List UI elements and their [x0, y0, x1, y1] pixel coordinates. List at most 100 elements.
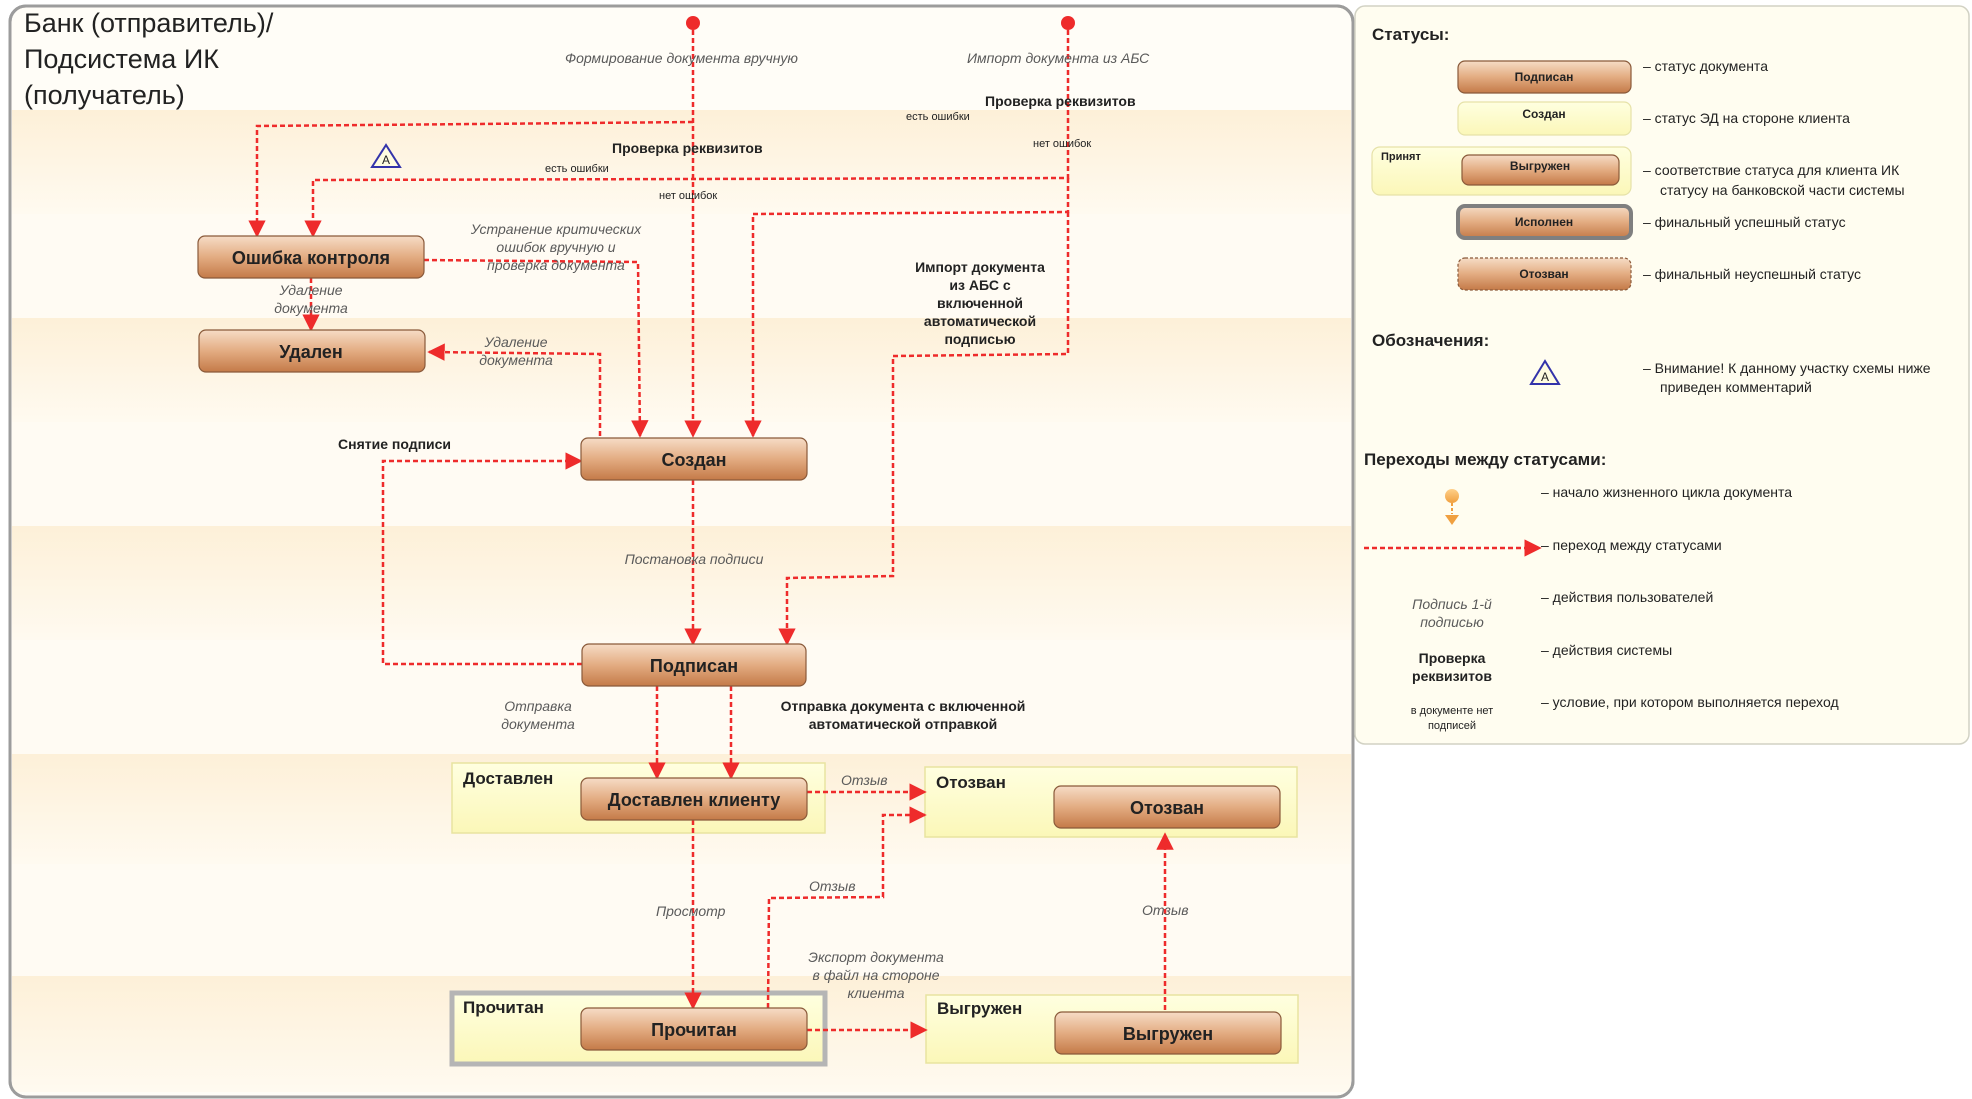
svg-text:Исполнен: Исполнен [1515, 215, 1573, 229]
label-check-requisites-1: Проверка реквизитов [612, 140, 763, 156]
group-delivered-label: Доставлен [463, 769, 553, 788]
label-import-auto-3: включенной [937, 295, 1023, 311]
state-delivered-client-label: Доставлен клиенту [608, 790, 780, 810]
transition-labels: Формирование документа вручную Импорт до… [274, 50, 1188, 1001]
svg-text:A: A [382, 153, 390, 167]
legend-system-sample-1: Проверка [1419, 650, 1486, 666]
state-exported-label: Выгружен [1123, 1024, 1213, 1044]
legend-warning-desc-2: приведен комментарий [1660, 379, 1812, 395]
label-delete-2a: Удаление [483, 334, 547, 350]
label-export-2: в файл на стороне [813, 967, 940, 983]
state-deleted: Удален [198, 329, 426, 373]
arrow-error-to-created [423, 258, 649, 438]
legend-box-signed [1457, 60, 1632, 94]
warning-icon: A [370, 143, 402, 168]
state-exported: Выгружен [1054, 1011, 1282, 1055]
label-delete-1a: Удаление [278, 282, 342, 298]
diagram-title: Банк (отправитель)/ Подсистема ИК (получ… [24, 8, 274, 110]
label-import-auto-2: из АБС с [949, 277, 1010, 293]
label-import-auto-4: автоматической [924, 313, 1036, 329]
legend-desc-created: – статус ЭД на стороне клиента [1643, 110, 1850, 126]
svg-text:Отозван: Отозван [1519, 267, 1568, 281]
title-line-1: Банк (отправитель)/ [24, 8, 274, 38]
label-fix-errors-3: проверка документа [487, 257, 625, 273]
legend-user-sample-2: подписью [1420, 614, 1484, 630]
legend-warning-icon [1529, 359, 1561, 385]
legend-box-exported [1461, 154, 1620, 186]
legend-desc-revoked: – финальный неуспешный статус [1643, 266, 1861, 282]
label-export-1: Экспорт документа [808, 949, 944, 965]
arrow-import-autosign-to-signed [778, 212, 1070, 646]
group-read-label: Прочитан [463, 998, 544, 1017]
label-send-doc-2: документа [501, 716, 575, 732]
legend-desc-accepted-2: статусу на банковской части системы [1660, 182, 1905, 198]
title-line-2: Подсистема ИК [24, 44, 219, 74]
legend-condition-sample-1: в документе нет [1411, 705, 1493, 717]
label-check-requisites-2: Проверка реквизитов [985, 93, 1136, 109]
legend-panel: Статусы: Подписан – статус документа Соз… [1354, 5, 1970, 745]
legend-user-desc: – действия пользователей [1541, 589, 1713, 605]
label-set-sign: Постановка подписи [625, 551, 764, 567]
arrow-check1-to-error [248, 120, 694, 238]
label-send-auto-1: Отправка документа с включенной [781, 698, 1026, 714]
legend-box-created [1457, 101, 1632, 136]
legend-warning-desc-1: – Внимание! К данному участку схемы ниже [1643, 360, 1931, 376]
legend-desc-signed: – статус документа [1643, 58, 1768, 74]
title-line-3: (получатель) [24, 80, 185, 110]
transition-arrows [248, 30, 1174, 1039]
legend-desc-accepted-1: – соответствие статуса для клиента ИК [1643, 162, 1900, 178]
legend-condition-sample-2: подписей [1428, 720, 1476, 732]
start-point-import [1061, 16, 1075, 30]
legend-system-desc: – действия системы [1541, 642, 1672, 658]
label-delete-1b: документа [274, 300, 348, 316]
arrow-check2-to-error [304, 30, 1070, 238]
label-has-errors-2: есть ошибки [906, 111, 970, 123]
state-delivered-client: Доставлен клиенту [580, 777, 808, 821]
svg-text:Принят: Принят [1381, 151, 1421, 163]
label-recall-1: Отзыв [841, 772, 888, 788]
label-remove-sign: Снятие подписи [338, 436, 451, 452]
legend-desc-executed: – финальный успешный статус [1643, 214, 1846, 230]
label-no-errors-1: нет ошибок [659, 190, 717, 202]
svg-text:Создан: Создан [1522, 107, 1565, 121]
label-export-3: клиента [847, 985, 904, 1001]
legend-transition-desc: – переход между статусами [1541, 537, 1722, 553]
label-fix-errors-1: Устранение критических [470, 221, 642, 237]
label-recall-2: Отзыв [809, 878, 856, 894]
group-exported-label: Выгружен [937, 999, 1022, 1018]
state-deleted-label: Удален [279, 342, 343, 362]
label-no-errors-2: нет ошибок [1033, 138, 1091, 150]
state-read: Прочитан [580, 1007, 808, 1051]
state-signed: Подписан [581, 643, 807, 687]
state-signed-label: Подписан [650, 656, 738, 676]
label-manual-creation: Формирование документа вручную [565, 50, 798, 66]
legend-transitions-title: Переходы между статусами: [1364, 450, 1606, 469]
label-send-doc-1: Отправка [504, 698, 572, 714]
legend-box-executed [1456, 204, 1633, 240]
start-point-manual [686, 16, 700, 30]
arrow-created-to-deleted [427, 343, 602, 436]
label-send-auto-2: автоматической отправкой [809, 716, 998, 732]
svg-text:Выгружен: Выгружен [1510, 159, 1570, 173]
legend-statuses-title: Статусы: [1372, 25, 1449, 44]
svg-text:A: A [1541, 370, 1549, 384]
legend-start-desc: – начало жизненного цикла документа [1541, 484, 1792, 500]
label-fix-errors-2: ошибок вручную и [496, 239, 615, 255]
legend-box-revoked [1457, 257, 1632, 291]
legend-condition-desc: – условие, при котором выполняется перех… [1541, 694, 1839, 710]
label-import-auto-1: Импорт документа [915, 259, 1045, 275]
legend-start-icon [1445, 489, 1459, 503]
state-read-label: Прочитан [651, 1020, 737, 1040]
arrow-signed-to-created [381, 452, 583, 666]
state-error-label: Ошибка контроля [232, 248, 390, 268]
state-created-label: Создан [661, 450, 726, 470]
label-recall-3: Отзыв [1142, 902, 1189, 918]
label-import-abs: Импорт документа из АБС [967, 50, 1150, 66]
svg-text:Подписан: Подписан [1515, 70, 1574, 84]
legend-system-sample-2: реквизитов [1412, 668, 1492, 684]
legend-notation-title: Обозначения: [1372, 331, 1489, 350]
group-revoked-label: Отозван [936, 773, 1006, 792]
state-error: Ошибка контроля [197, 235, 425, 279]
label-has-errors-1: есть ошибки [545, 163, 609, 175]
